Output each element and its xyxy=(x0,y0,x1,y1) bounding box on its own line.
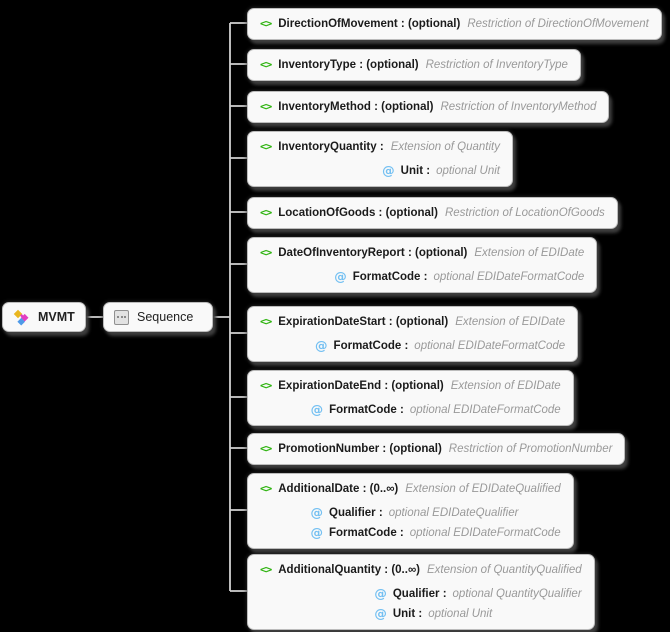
attribute-row[interactable]: @ FormatCode : optional EDIDateFormatCod… xyxy=(311,523,561,543)
attribute-label: Qualifier : xyxy=(392,588,447,600)
element-node-promotionnumber[interactable]: <> PromotionNumber : (optional) Restrict… xyxy=(247,433,626,465)
attribute-icon: @ xyxy=(334,269,347,284)
attribute-icon: @ xyxy=(310,505,324,520)
element-type: Extension of EDIDate xyxy=(474,247,585,259)
element-label: ExpirationDateEnd : (optional) xyxy=(278,380,444,392)
attribute-type: optional EDIDateFormatCode xyxy=(433,271,585,283)
element-label: AdditionalDate : (0..∞) xyxy=(278,483,399,495)
attribute-row[interactable]: @ FormatCode : optional EDIDateFormatCod… xyxy=(334,267,584,287)
element-icon: <> xyxy=(260,246,272,259)
element-label: PromotionNumber : (optional) xyxy=(278,443,442,455)
element-node-inventorytype[interactable]: <> InventoryType : (optional) Restrictio… xyxy=(247,49,581,81)
sequence-label: Sequence xyxy=(137,310,194,324)
element-node-additionalquantity[interactable]: <> AdditionalQuantity : (0..∞) Extension… xyxy=(247,554,595,630)
element-node-inventoryquantity[interactable]: <> InventoryQuantity : Extension of Quan… xyxy=(247,131,513,187)
element-label: ExpirationDateStart : (optional) xyxy=(278,316,449,328)
attribute-label: FormatCode : xyxy=(352,271,428,283)
attribute-row[interactable]: @ Unit : optional Unit xyxy=(374,604,581,624)
element-label: DateOfInventoryReport : (optional) xyxy=(278,247,468,259)
element-icon: <> xyxy=(260,563,272,576)
element-type: Extension of EDIDate xyxy=(450,380,561,392)
attribute-row[interactable]: @ FormatCode : optional EDIDateFormatCod… xyxy=(311,400,561,420)
attribute-type: optional EDIDateFormatCode xyxy=(409,404,561,416)
element-icon: <> xyxy=(260,100,272,113)
element-icon: <> xyxy=(260,379,272,392)
element-type: Extension of EDIDate xyxy=(455,316,566,328)
element-icon: <> xyxy=(260,482,272,495)
attribute-label: FormatCode : xyxy=(329,404,404,416)
attribute-row[interactable]: @ FormatCode : optional EDIDateFormatCod… xyxy=(315,336,565,356)
attribute-row[interactable]: @ Qualifier : optional QuantityQualifier xyxy=(374,584,581,604)
element-type: Extension of EDIDateQualified xyxy=(405,483,561,495)
element-type: Restriction of LocationOfGoods xyxy=(444,207,605,219)
attribute-type: optional QuantityQualifier xyxy=(452,588,582,600)
element-label: InventoryType : (optional) xyxy=(278,59,419,71)
attribute-type: optional EDIDateFormatCode xyxy=(409,527,561,539)
attribute-label: Unit : xyxy=(392,608,423,620)
element-type: Restriction of DirectionOfMovement xyxy=(467,18,649,30)
attribute-label: Qualifier : xyxy=(329,507,383,519)
attribute-type: optional EDIDateQualifier xyxy=(388,507,519,519)
attribute-type: optional Unit xyxy=(428,608,493,620)
attribute-label: Unit : xyxy=(400,165,431,177)
attribute-type: optional Unit xyxy=(436,165,500,177)
element-type: Restriction of InventoryType xyxy=(425,59,568,71)
element-node-dateofinventoryreport[interactable]: <> DateOfInventoryReport : (optional) Ex… xyxy=(247,237,598,293)
element-icon: <> xyxy=(260,58,272,71)
element-icon: <> xyxy=(260,140,272,153)
root-element-label: MVMT xyxy=(38,310,75,324)
element-node-inventorymethod[interactable]: <> InventoryMethod : (optional) Restrict… xyxy=(247,91,610,123)
attribute-row[interactable]: @ Unit : optional Unit xyxy=(382,161,500,181)
sequence-node[interactable]: Sequence xyxy=(103,302,213,332)
element-label: InventoryQuantity : xyxy=(278,141,384,153)
element-type: Extension of QuantityQualified xyxy=(426,564,582,576)
attribute-icon: @ xyxy=(374,586,387,601)
attribute-type: optional EDIDateFormatCode xyxy=(414,340,566,352)
element-type: Extension of Quantity xyxy=(390,141,500,153)
element-label: LocationOfGoods : (optional) xyxy=(278,207,438,219)
attribute-icon: @ xyxy=(310,525,324,540)
attribute-icon: @ xyxy=(315,338,328,353)
root-element-node[interactable]: MVMT xyxy=(2,302,86,332)
element-node-expirationdateend[interactable]: <> ExpirationDateEnd : (optional) Extens… xyxy=(247,370,574,426)
attribute-label: FormatCode : xyxy=(333,340,409,352)
element-node-expirationdatestart[interactable]: <> ExpirationDateStart : (optional) Exte… xyxy=(247,306,579,362)
element-type: Restriction of InventoryMethod xyxy=(440,101,597,113)
element-icon: <> xyxy=(260,315,272,328)
element-label: InventoryMethod : (optional) xyxy=(278,101,434,113)
element-label: AdditionalQuantity : (0..∞) xyxy=(278,564,420,576)
element-label: DirectionOfMovement : (optional) xyxy=(278,18,461,30)
attribute-icon: @ xyxy=(374,606,387,621)
sequence-icon xyxy=(114,309,129,325)
attribute-icon: @ xyxy=(310,402,324,417)
element-icon: <> xyxy=(260,206,272,219)
element-node-additionaldate[interactable]: <> AdditionalDate : (0..∞) Extension of … xyxy=(247,473,574,549)
attribute-label: FormatCode : xyxy=(329,527,404,539)
attribute-row[interactable]: @ Qualifier : optional EDIDateQualifier xyxy=(311,503,561,523)
attribute-icon: @ xyxy=(382,163,395,178)
element-node-directionofmovement[interactable]: <> DirectionOfMovement : (optional) Rest… xyxy=(247,8,662,40)
element-icon: <> xyxy=(260,17,272,30)
element-node-locationofgoods[interactable]: <> LocationOfGoods : (optional) Restrict… xyxy=(247,197,618,229)
schema-root-icon xyxy=(13,309,29,326)
element-type: Restriction of PromotionNumber xyxy=(448,443,613,455)
element-icon: <> xyxy=(260,442,272,455)
